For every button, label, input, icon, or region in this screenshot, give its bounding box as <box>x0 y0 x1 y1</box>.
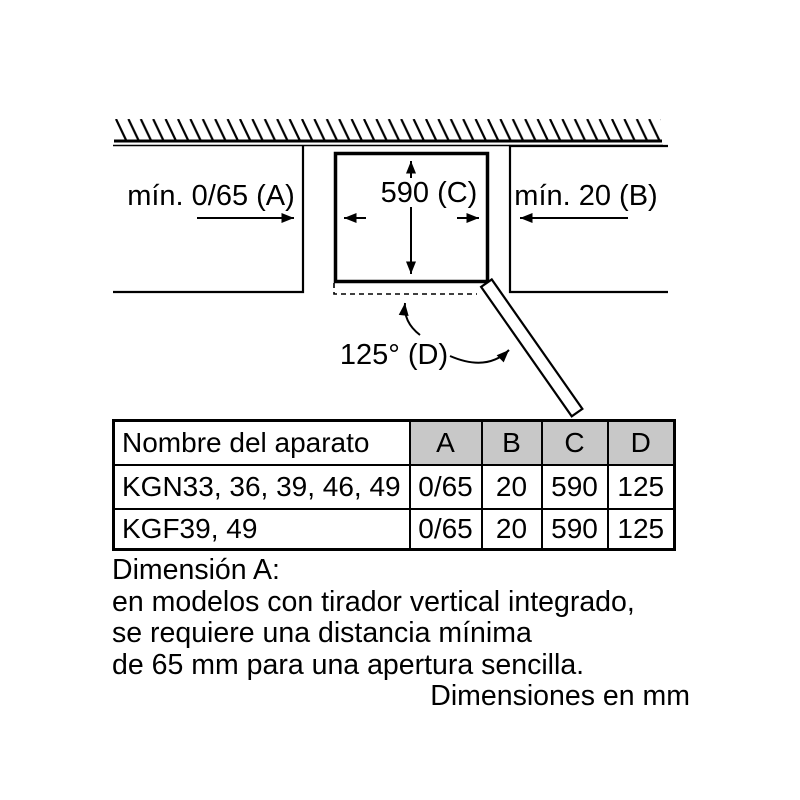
note-line: de 65 mm para una apertura sencilla. <box>112 648 585 681</box>
model-name-cell: KGF39, 49 <box>112 507 411 551</box>
door-open-outline <box>479 277 584 418</box>
wall-hatch-band <box>115 119 661 140</box>
value-cell-c: 590 <box>540 463 609 510</box>
col-header-c: C <box>540 419 609 466</box>
value-cell-d: 125 <box>606 507 676 551</box>
table-row: KGF39, 49 0/65 20 590 125 <box>112 507 676 551</box>
value-cell-b: 20 <box>480 507 543 551</box>
left-cabinet-outline <box>113 146 305 294</box>
model-name-cell: KGN33, 36, 39, 46, 49 <box>112 463 411 510</box>
dimension-notes: Dimensión A: en modelos con tirador vert… <box>112 554 690 713</box>
table-header-row: Nombre del aparato A B C D <box>112 419 676 466</box>
note-line: Dimensión A: <box>112 554 280 586</box>
table-header-name: Nombre del aparato <box>112 419 411 466</box>
units-note: Dimensiones en mm <box>430 680 690 712</box>
value-cell-d: 125 <box>606 463 676 510</box>
table-row: KGN33, 36, 39, 46, 49 0/65 20 590 125 <box>112 463 676 510</box>
dimensions-table: Nombre del aparato A B C D KGN33, 36, 39… <box>112 419 676 551</box>
col-header-d: D <box>606 419 676 466</box>
door-closed-dashed-line <box>333 283 477 295</box>
right-cabinet-outline <box>508 144 668 294</box>
value-cell-c: 590 <box>540 507 609 551</box>
value-cell-b: 20 <box>480 463 543 510</box>
col-header-a: A <box>408 419 483 466</box>
value-cell-a: 0/65 <box>408 463 483 510</box>
col-header-b: B <box>480 419 543 466</box>
angle-d-label: 125° (D) <box>340 339 448 371</box>
min-a-label: mín. 0/65 (A) <box>127 180 295 212</box>
angle-d-arrow-to-dashed <box>398 302 421 336</box>
clearance-diagram: mín. 0/65 (A) mín. 20 (B) 590 (C) 125° (… <box>113 119 668 418</box>
value-cell-a: 0/65 <box>408 507 483 551</box>
width-c-label: 590 (C) <box>381 177 478 209</box>
angle-d-arrow-to-door <box>449 349 510 364</box>
note-line: en modelos con tirador vertical integrad… <box>112 585 635 618</box>
note-line: se requiere una distancia mínima <box>112 617 532 649</box>
min-b-label: mín. 20 (B) <box>514 180 657 212</box>
